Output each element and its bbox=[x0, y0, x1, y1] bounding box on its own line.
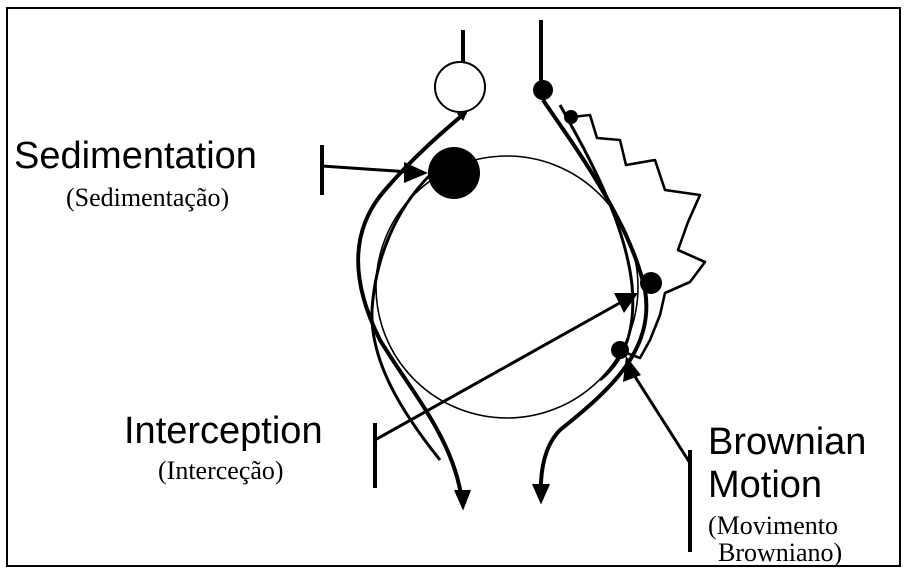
brownian-label-line1: Brownian bbox=[708, 423, 866, 461]
interception-label: Interception bbox=[124, 412, 323, 450]
sedimentation-pointer-line bbox=[322, 166, 410, 172]
brownian-pt-label-line1: (Movimento bbox=[708, 513, 838, 539]
interception-particle bbox=[640, 272, 662, 294]
brownian-pt-label-line2: Browniano) bbox=[718, 540, 842, 566]
sedimentation-label: Sedimentation bbox=[14, 137, 257, 175]
right-streamline-arrow-down bbox=[533, 484, 549, 502]
interception-pointer-line bbox=[375, 300, 625, 440]
white-particle bbox=[435, 62, 485, 112]
left-streamline-arrow-down bbox=[455, 490, 470, 508]
brownian-pointer-line bbox=[632, 372, 690, 463]
brownian-particle-end bbox=[611, 341, 629, 359]
interception-pt-label: (Interceção) bbox=[158, 458, 284, 484]
sedimenting-particle bbox=[428, 147, 480, 199]
brownian-particle-start bbox=[564, 110, 578, 124]
collector-fiber bbox=[376, 156, 638, 418]
brownian-label-line2: Motion bbox=[708, 466, 822, 504]
sedimentation-pt-label: (Sedimentação) bbox=[66, 185, 229, 211]
brownian-path bbox=[572, 115, 705, 358]
particle-top-right bbox=[533, 80, 553, 100]
